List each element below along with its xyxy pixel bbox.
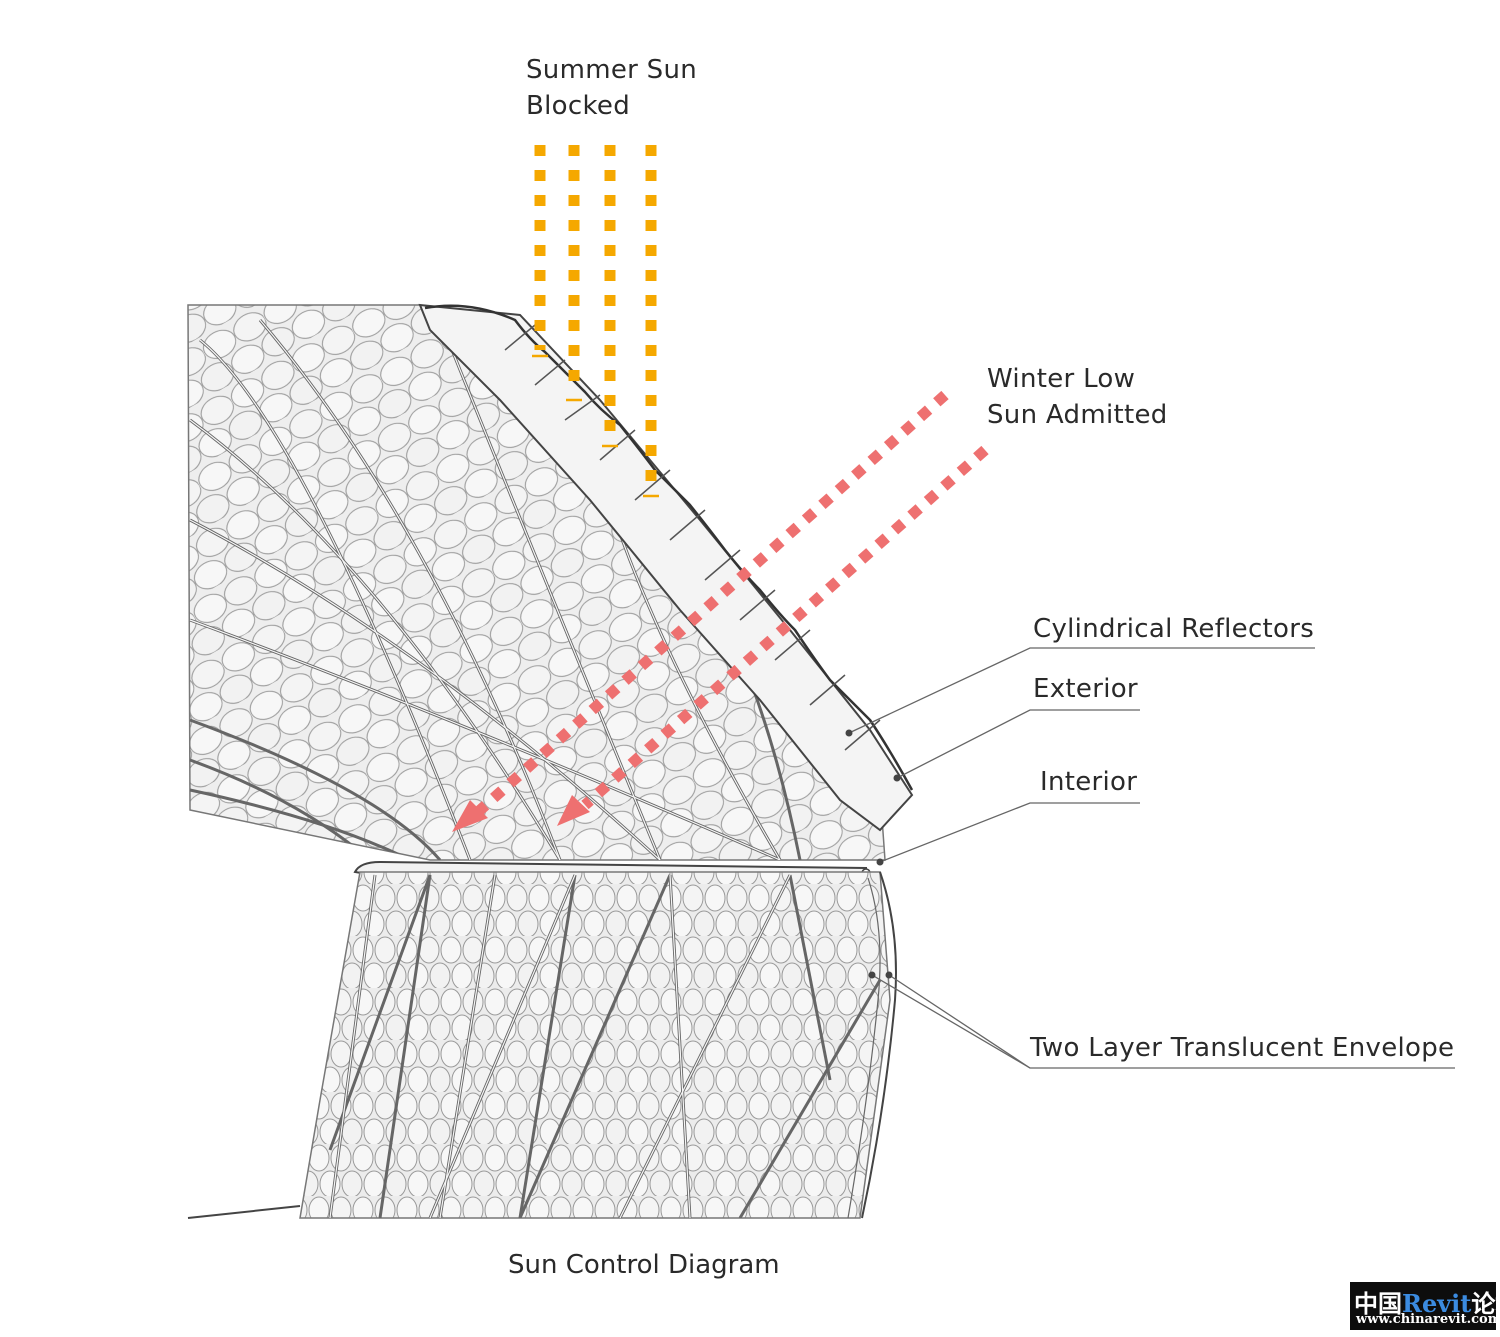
exterior-label: Exterior [1033, 674, 1138, 704]
winter-ray-2 [581, 445, 989, 810]
interior-label: Interior [1040, 767, 1138, 797]
summer-sun-label-line2: Blocked [526, 91, 630, 121]
leader-interior [879, 802, 1140, 863]
watermark-url: www.chinarevit.com [1356, 1312, 1500, 1327]
leader-envelope-2 [888, 974, 1031, 1069]
leader-exterior [896, 709, 1140, 779]
upper-envelope [187, 304, 886, 861]
summer-ray-stops [532, 354, 659, 498]
winter-arrowheads [452, 795, 590, 832]
leader-cylindrical [848, 647, 1315, 734]
leader-dots [845, 729, 901, 979]
watermark-title: 中国Revit论坛 [1354, 1289, 1500, 1318]
lower-envelope [187, 871, 897, 1219]
leader-lines [848, 647, 1455, 1069]
summer-sun-rays [534, 145, 657, 490]
summer-sun-label-line1: Summer Sun [526, 55, 698, 85]
envelope-label: Two Layer Translucent Envelope [1030, 1033, 1455, 1063]
diagram-caption: Sun Control Diagram [508, 1250, 780, 1280]
cylindrical-reflectors-label: Cylindrical Reflectors [1033, 614, 1315, 644]
winter-sun-label-line2: Sun Admitted [987, 400, 1168, 430]
winter-ray-1 [474, 390, 949, 817]
site-watermark: 中国Revit论坛 www.chinarevit.com [1350, 1282, 1500, 1330]
winter-sun-label-line1: Winter Low [987, 364, 1136, 394]
cylindrical-reflector-shell [418, 303, 914, 832]
winter-sun-rays [474, 390, 989, 817]
